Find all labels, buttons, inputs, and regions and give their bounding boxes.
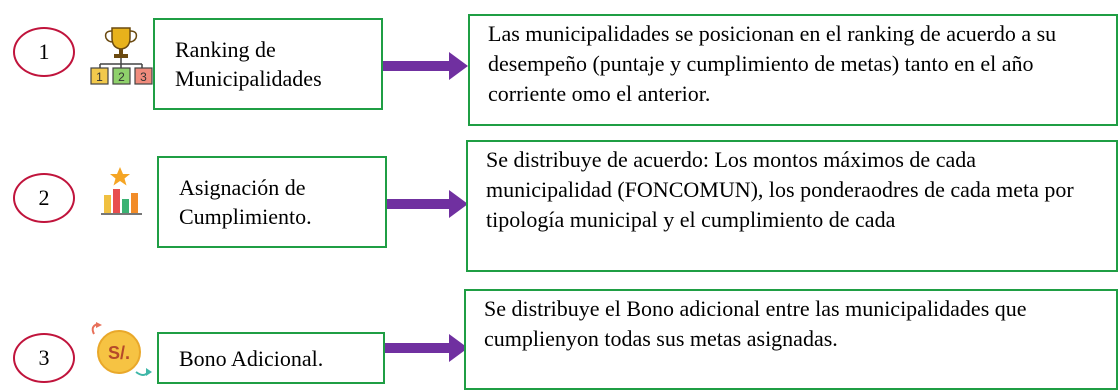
step-title-box-1: Ranking de Municipalidades: [153, 18, 383, 110]
step-title-line1: Ranking de: [175, 37, 276, 62]
step-description-text: Se distribuye el Bono adicional entre la…: [484, 296, 1027, 351]
step-number-label: 2: [38, 185, 50, 210]
rank-2-text: 2: [118, 70, 125, 84]
trophy-ranking-icon: 1 2 3: [86, 24, 156, 88]
arrow-2: [387, 190, 468, 218]
step-description-box-3: Se distribuye el Bono adicional entre la…: [464, 289, 1118, 390]
currency-symbol-text: S/.: [108, 343, 130, 363]
step-title-line1: Bono Adicional.: [179, 346, 324, 371]
step-number-label: 1: [38, 39, 50, 64]
step-title-box-2: Asignación de Cumplimiento.: [157, 156, 387, 248]
arrow-3: [385, 334, 468, 362]
step-number-3: 3: [13, 333, 75, 383]
bar-chart-star-icon: [100, 165, 144, 217]
step-title-line2: Cumplimiento.: [179, 204, 312, 229]
step-title-line2: Municipalidades: [175, 66, 322, 91]
rank-1-text: 1: [96, 70, 103, 84]
arrow-1: [383, 52, 468, 80]
step-description-text: Se distribuye de acuerdo: Los montos máx…: [486, 147, 1074, 232]
step-title-box-3: Bono Adicional.: [157, 332, 385, 384]
currency-soles-icon: S/.: [86, 322, 152, 382]
step-description-text: Las municipalidades se posicionan en el …: [488, 21, 1057, 106]
step-title-line1: Asignación de: [179, 175, 306, 200]
step-description-box-2: Se distribuye de acuerdo: Los montos máx…: [466, 140, 1118, 272]
step-number-2: 2: [13, 173, 75, 223]
step-description-box-1: Las municipalidades se posicionan en el …: [468, 14, 1118, 126]
rank-3-text: 3: [140, 70, 147, 84]
step-number-label: 3: [38, 345, 50, 370]
step-number-1: 1: [13, 27, 75, 77]
